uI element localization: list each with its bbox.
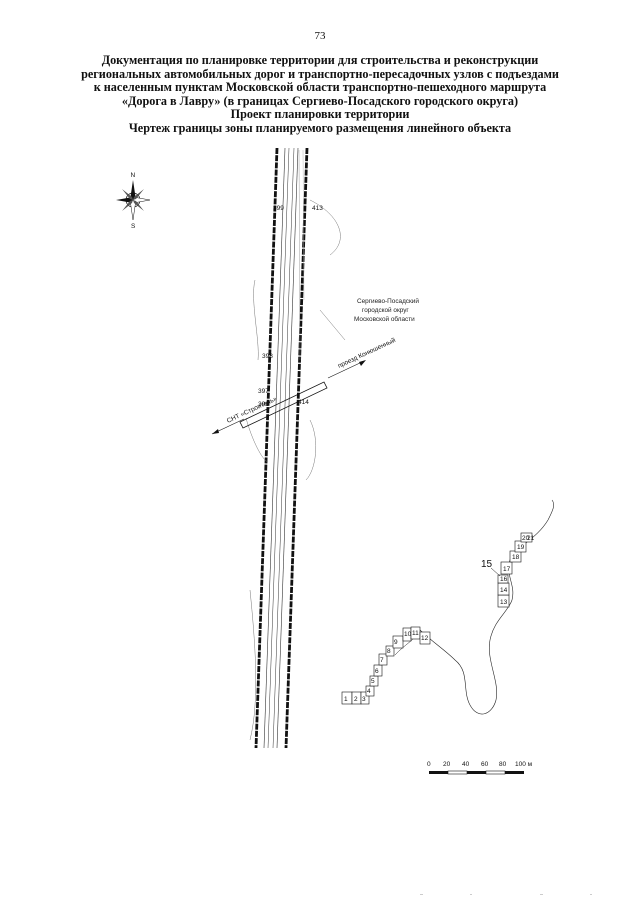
compass-south-label: S: [131, 223, 136, 230]
plot-number: 20: [522, 535, 530, 542]
scale-tick-label: 0: [427, 761, 431, 768]
plot-number: 14: [500, 587, 508, 594]
document-title: Документация по планировке территории дл…: [60, 53, 580, 136]
scale-tick-label: 60: [481, 761, 489, 768]
arrow-left-icon: [212, 429, 219, 434]
plot-numbers-upper: 13 14 15 16 17 18 19 20 21: [481, 535, 535, 606]
road-label-konyushenny: проезд Конюшенный: [336, 336, 397, 370]
plot-number: 4: [367, 688, 371, 695]
point-label: 399: [273, 205, 284, 212]
title-line: Документация по планировке территории дл…: [101, 53, 539, 67]
context-lines: [245, 199, 346, 741]
area-label: Сергиево-Посадский городской округ Моско…: [354, 297, 419, 323]
scale-bar: 0 20 40 60 80 100 м: [427, 761, 533, 775]
title-line: региональных автомобильных дорог и транс…: [81, 66, 559, 81]
plot-number: 10: [404, 631, 412, 638]
arrow-right-icon: [359, 360, 366, 366]
plot-number: 17: [503, 566, 511, 573]
scale-tick-label: 40: [462, 761, 470, 768]
scan-marks: [420, 894, 592, 895]
page-number: 73: [314, 30, 326, 42]
plot-number: 6: [375, 668, 379, 675]
road-edge: [276, 147, 299, 749]
plot-number: 21: [527, 535, 535, 542]
scale-tick-label: 80: [499, 761, 507, 768]
area-label-line: городской округ: [362, 306, 409, 314]
plot-group-upper: [497, 532, 533, 608]
title-line: «Дорога в Лавру» (в границах Сергиево-По…: [121, 93, 519, 108]
point-label: 398: [262, 353, 273, 360]
leader-line: [490, 567, 501, 577]
title-line: к населенным пунктам Московской области …: [93, 80, 547, 95]
compass-rose-icon: N S: [116, 172, 151, 230]
crossing-road: проезд Конюшенный СНТ «Строитель»: [211, 336, 397, 435]
point-label: 396: [258, 401, 269, 408]
road-axis: [298, 149, 301, 361]
zone-boundary-left: [254, 147, 279, 749]
scale-tick-label: 100 м: [515, 761, 533, 768]
point-label: 397: [258, 388, 269, 395]
plot-number: 18: [512, 554, 520, 561]
plot-number: 16: [500, 576, 508, 583]
plot-number: 19: [517, 544, 525, 551]
plot-number: 2: [354, 696, 358, 703]
plot-numbers-lower: 1 2 3 4 5 6 7 8 9 10 11 12: [344, 630, 429, 703]
road-edge: [267, 147, 290, 749]
plot-number: 12: [421, 635, 429, 642]
point-label: 413: [312, 205, 323, 212]
area-boundary-line: [419, 499, 554, 715]
area-label-line: Московской области: [354, 315, 415, 323]
plot-group-lower: [341, 626, 431, 705]
plot-number: 11: [412, 630, 419, 637]
road-edge: [272, 147, 295, 749]
title-line: Проект планировки территории: [230, 107, 410, 122]
plot-number: 7: [380, 657, 384, 664]
plot-number: 8: [387, 648, 391, 655]
road-arrow-right: [327, 361, 363, 379]
area-label-line: Сергиево-Посадский: [357, 297, 419, 305]
plot-number: 1: [344, 696, 348, 703]
plot-number-large: 15: [481, 559, 493, 570]
plot-number: 9: [394, 639, 398, 646]
zone-boundary-right: [284, 147, 309, 749]
compass-north-label: N: [131, 172, 136, 179]
road-edge: [302, 149, 305, 301]
plot-number: 5: [371, 678, 375, 685]
plot-number: 13: [500, 599, 508, 606]
plot-number: 3: [362, 696, 366, 703]
title-line: Чертеж границы зоны планируемого размеще…: [128, 120, 512, 135]
road-label-snt-stroitel: СНТ «Строитель»: [226, 395, 279, 425]
boundary-points: 399 413 398 397 396 414: [258, 205, 323, 408]
road-edge: [263, 147, 286, 749]
point-label: 414: [298, 399, 309, 406]
road-corridor: [254, 147, 309, 749]
scale-tick-label: 20: [443, 761, 451, 768]
